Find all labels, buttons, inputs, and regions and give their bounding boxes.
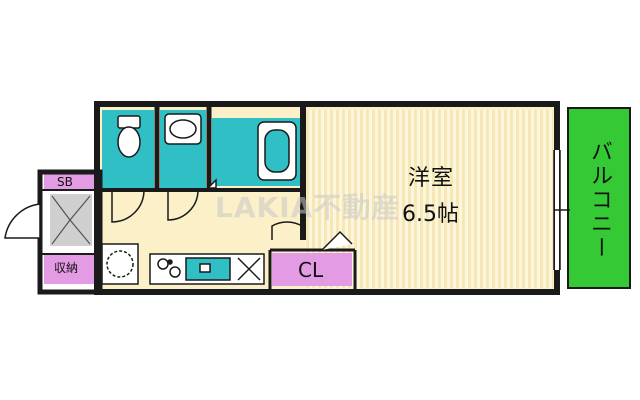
balcony — [567, 107, 631, 289]
door-swings — [4, 178, 353, 251]
storage — [44, 254, 96, 284]
toilet-icon — [117, 115, 141, 158]
window — [553, 150, 570, 270]
entrance-door — [51, 195, 91, 245]
storage-label: 収納 — [54, 261, 79, 275]
walls — [37, 101, 560, 295]
shoe-box — [44, 174, 96, 190]
bathtub-icon — [257, 121, 297, 181]
shoe-box-label: SB — [57, 175, 73, 189]
balcony-label: バルコニー — [587, 140, 612, 260]
watermark: LAKIA不動産 — [215, 191, 401, 224]
western-room-label: 洋室 — [408, 166, 455, 191]
washing-machine-icon — [101, 243, 139, 285]
kitchen-counter — [149, 253, 265, 285]
closet — [272, 253, 352, 286]
wash-basin-icon — [164, 113, 202, 145]
closet-label: CL — [298, 258, 324, 282]
western-room-size: 6.5帖 — [402, 202, 459, 227]
